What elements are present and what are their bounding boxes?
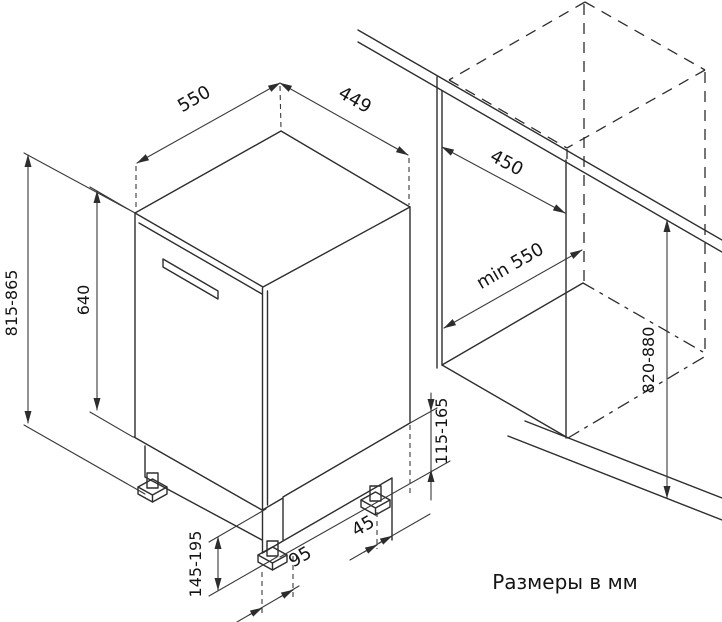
foot-left xyxy=(137,472,168,503)
foot-rear xyxy=(360,485,391,516)
niche-walls xyxy=(436,76,567,439)
niche-floor-hidden xyxy=(567,282,705,439)
dim-arrow xyxy=(248,607,263,617)
dim-niche-depth: min 550 xyxy=(473,239,548,294)
dim-top-depth: 550 xyxy=(174,82,214,117)
niche-dashed-box xyxy=(448,1,706,350)
dim-overall-height: 815-865 xyxy=(2,270,21,337)
dim-line-top-width xyxy=(279,82,409,156)
dim-foot-front-offset: 95 xyxy=(285,542,315,572)
dim-arrow xyxy=(378,535,393,545)
dim-door-floor-gap: 145-195 xyxy=(186,531,205,598)
niche-floor xyxy=(441,282,584,439)
dim-arrow xyxy=(279,589,294,599)
units-note: Размеры в мм xyxy=(492,570,638,594)
appliance-body xyxy=(133,130,411,571)
extension-lines-solid xyxy=(23,152,451,597)
niche xyxy=(357,1,722,521)
appliance-edges xyxy=(133,206,411,554)
dim-top-width: 449 xyxy=(335,83,375,118)
dim-niche-width: 450 xyxy=(486,146,526,181)
appliance-top-face xyxy=(134,130,411,288)
niche-dimensions: 450 min 550 820-880 xyxy=(441,146,671,499)
dim-line-top-depth xyxy=(136,82,281,164)
room-floor xyxy=(507,420,722,521)
dim-niche-height: 820-880 xyxy=(639,327,658,394)
dim-arrow xyxy=(363,544,378,554)
appliance-dimensions: 815-865 640 550 449 145-195 95 45 115-16… xyxy=(2,82,451,622)
dim-door-height: 640 xyxy=(74,285,93,316)
dim-plinth-floor-gap: 115-165 xyxy=(432,398,451,465)
countertop-edge xyxy=(357,29,722,253)
dim-line-niche-width xyxy=(441,146,566,214)
dim-line-niche-depth xyxy=(443,249,583,329)
door-handle xyxy=(162,258,219,300)
